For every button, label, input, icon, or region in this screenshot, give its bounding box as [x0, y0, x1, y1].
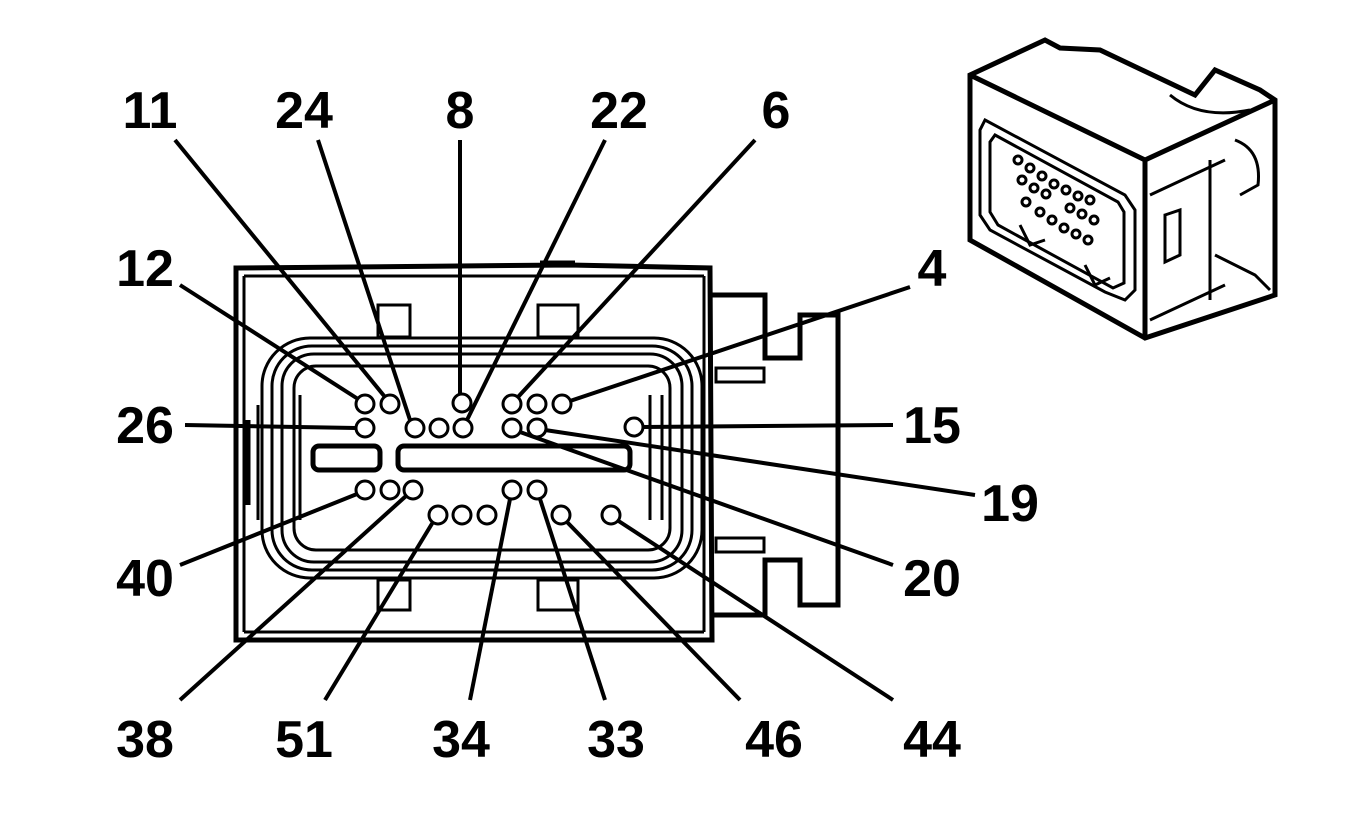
pin-label-26: 26	[116, 397, 174, 455]
pin-cavity	[550, 504, 572, 526]
pin-label-4: 4	[918, 240, 947, 298]
pin-cavity	[600, 504, 622, 526]
pin-cavity	[354, 479, 376, 501]
pin-cavity	[428, 417, 450, 439]
pin-label-38: 38	[116, 711, 174, 769]
pin-label-46: 46	[745, 711, 803, 769]
connector-face	[233, 260, 841, 643]
pin-cavity	[501, 417, 523, 439]
pin-label-15: 15	[903, 397, 961, 455]
pin-label-8: 8	[446, 82, 475, 140]
pin-cavity	[404, 417, 426, 439]
pin-cavity	[354, 417, 376, 439]
pin-cavity	[354, 393, 376, 415]
pin-label-11: 11	[123, 82, 178, 140]
pin-cavity	[402, 479, 424, 501]
pin-cavity	[526, 479, 548, 501]
pin-cavities	[354, 392, 645, 526]
pin-cavity	[451, 392, 473, 414]
pin-label-19: 19	[981, 475, 1039, 533]
pin-label-33: 33	[587, 711, 645, 769]
pin-label-20: 20	[903, 550, 961, 608]
pin-label-24: 24	[275, 82, 333, 140]
pin-cavity	[451, 504, 473, 526]
pin-cavity	[623, 416, 645, 438]
pin-label-22: 22	[590, 82, 648, 140]
pin-label-12: 12	[116, 240, 174, 298]
pin-label-34: 34	[432, 711, 490, 769]
pin-label-40: 40	[116, 550, 174, 608]
pin-label-6: 6	[762, 82, 791, 140]
pin-cavity	[427, 504, 449, 526]
pin-cavity	[379, 393, 401, 415]
isometric-pin-holes	[1012, 154, 1100, 246]
pin-cavity	[476, 504, 498, 526]
pin-cavity	[452, 417, 474, 439]
pin-cavity	[526, 393, 548, 415]
pin-labels: 11 24 8 22 6 12 4 26 15 19 20 40 38 51 3…	[116, 82, 1039, 769]
connector-isometric-illustration	[967, 37, 1278, 341]
pin-cavity	[501, 393, 523, 415]
pin-cavity	[379, 479, 401, 501]
pin-label-44: 44	[903, 711, 961, 769]
pin-cavity	[551, 393, 573, 415]
pin-cavity	[501, 479, 523, 501]
leader-lines	[173, 138, 976, 702]
pin-label-51: 51	[275, 711, 333, 769]
